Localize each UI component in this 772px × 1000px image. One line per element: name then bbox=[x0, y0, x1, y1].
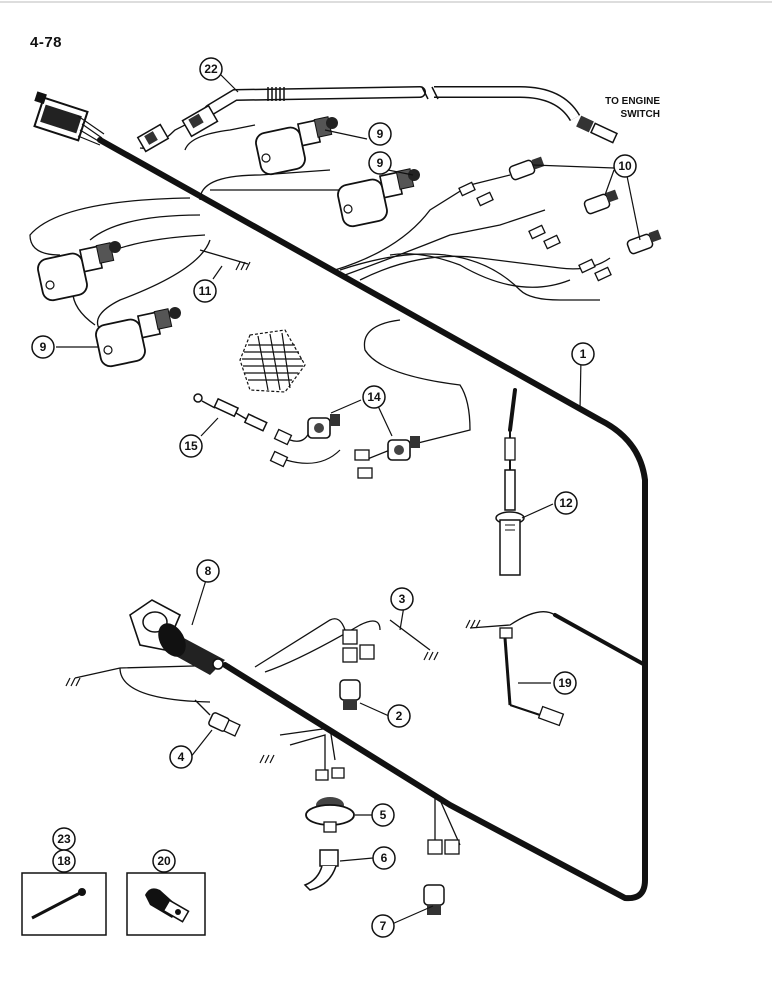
callout-12: 12 bbox=[554, 491, 578, 515]
callout-23: 23 bbox=[52, 827, 76, 851]
svg-text:18: 18 bbox=[57, 854, 71, 868]
callout-15: 15 bbox=[179, 434, 203, 458]
callout-18: 18 bbox=[52, 849, 76, 873]
callout-3: 3 bbox=[390, 587, 414, 611]
solenoid-upper-2 bbox=[337, 168, 420, 228]
callout-19: 19 bbox=[553, 671, 577, 695]
callout-9-upper: 9 bbox=[368, 122, 392, 146]
svg-text:11: 11 bbox=[199, 284, 212, 298]
mounting-plate bbox=[239, 329, 306, 393]
svg-text:8: 8 bbox=[205, 564, 212, 578]
engine-switch-note-line2: SWITCH bbox=[620, 109, 660, 120]
page-number: 4-78 bbox=[30, 34, 63, 51]
svg-text:14: 14 bbox=[367, 390, 381, 404]
callout-10: 10 bbox=[613, 154, 637, 178]
callout-7: 7 bbox=[371, 914, 395, 938]
svg-text:2: 2 bbox=[396, 709, 403, 723]
callout-11: 11 bbox=[193, 279, 217, 303]
pressure-switch-7 bbox=[423, 839, 460, 915]
bulkhead-connector bbox=[129, 599, 225, 675]
elbow-fitting-6 bbox=[303, 849, 339, 891]
callout-20: 20 bbox=[152, 849, 176, 873]
svg-text:6: 6 bbox=[381, 851, 388, 865]
leader-lines bbox=[56, 72, 641, 925]
callout-6: 6 bbox=[372, 846, 396, 870]
svg-text:9: 9 bbox=[377, 156, 384, 170]
svg-text:5: 5 bbox=[380, 808, 387, 822]
svg-text:4: 4 bbox=[178, 750, 185, 764]
callout-8: 8 bbox=[196, 559, 220, 583]
ground-ticks bbox=[65, 261, 481, 764]
callout-9-left: 9 bbox=[31, 335, 55, 359]
temperature-sender bbox=[495, 430, 525, 576]
solenoid-upper-1 bbox=[255, 116, 338, 176]
svg-text:19: 19 bbox=[558, 676, 572, 690]
callout-14: 14 bbox=[362, 385, 386, 409]
pressure-switch-2 bbox=[339, 629, 375, 710]
solenoid-left-1 bbox=[37, 241, 121, 302]
sensor-19 bbox=[499, 627, 565, 727]
svg-text:9: 9 bbox=[40, 340, 47, 354]
callouts: 22 9 9 10 11 9 1 14 15 12 8 3 19 2 4 5 6… bbox=[31, 57, 637, 938]
svg-text:7: 7 bbox=[380, 919, 387, 933]
engine-switch-note: TO ENGINE SWITCH bbox=[590, 95, 660, 121]
callout-5: 5 bbox=[371, 803, 395, 827]
svg-text:12: 12 bbox=[559, 496, 573, 510]
svg-text:3: 3 bbox=[399, 592, 406, 606]
clamp-box bbox=[126, 872, 206, 936]
pressure-switch-5 bbox=[305, 767, 355, 833]
engine-switch-note-line1: TO ENGINE bbox=[605, 96, 660, 107]
branch-wires bbox=[29, 119, 611, 846]
temp-switch-1 bbox=[458, 156, 545, 207]
callout-1: 1 bbox=[571, 342, 595, 366]
callout-9-middle: 9 bbox=[368, 151, 392, 175]
callout-2: 2 bbox=[387, 704, 411, 728]
main-connector bbox=[33, 91, 105, 146]
svg-text:9: 9 bbox=[377, 127, 384, 141]
switch-14b bbox=[354, 436, 420, 479]
temp-switch-3 bbox=[578, 229, 662, 282]
resistor-assembly bbox=[193, 393, 341, 468]
svg-text:10: 10 bbox=[618, 159, 632, 173]
solenoid-left-2 bbox=[95, 307, 181, 368]
temp-switch-2 bbox=[528, 189, 619, 250]
callout-4: 4 bbox=[169, 745, 193, 769]
engine-switch-cable bbox=[204, 86, 618, 144]
main-harness bbox=[97, 137, 648, 902]
sender-4 bbox=[208, 712, 241, 737]
callout-22: 22 bbox=[199, 57, 223, 81]
plug-connectors bbox=[136, 104, 219, 153]
svg-text:15: 15 bbox=[184, 439, 198, 453]
switch-14a bbox=[307, 414, 340, 439]
svg-text:20: 20 bbox=[157, 854, 171, 868]
svg-text:1: 1 bbox=[580, 347, 587, 361]
svg-text:22: 22 bbox=[204, 62, 218, 76]
cable-tie-box bbox=[21, 872, 107, 936]
svg-text:23: 23 bbox=[57, 832, 71, 846]
